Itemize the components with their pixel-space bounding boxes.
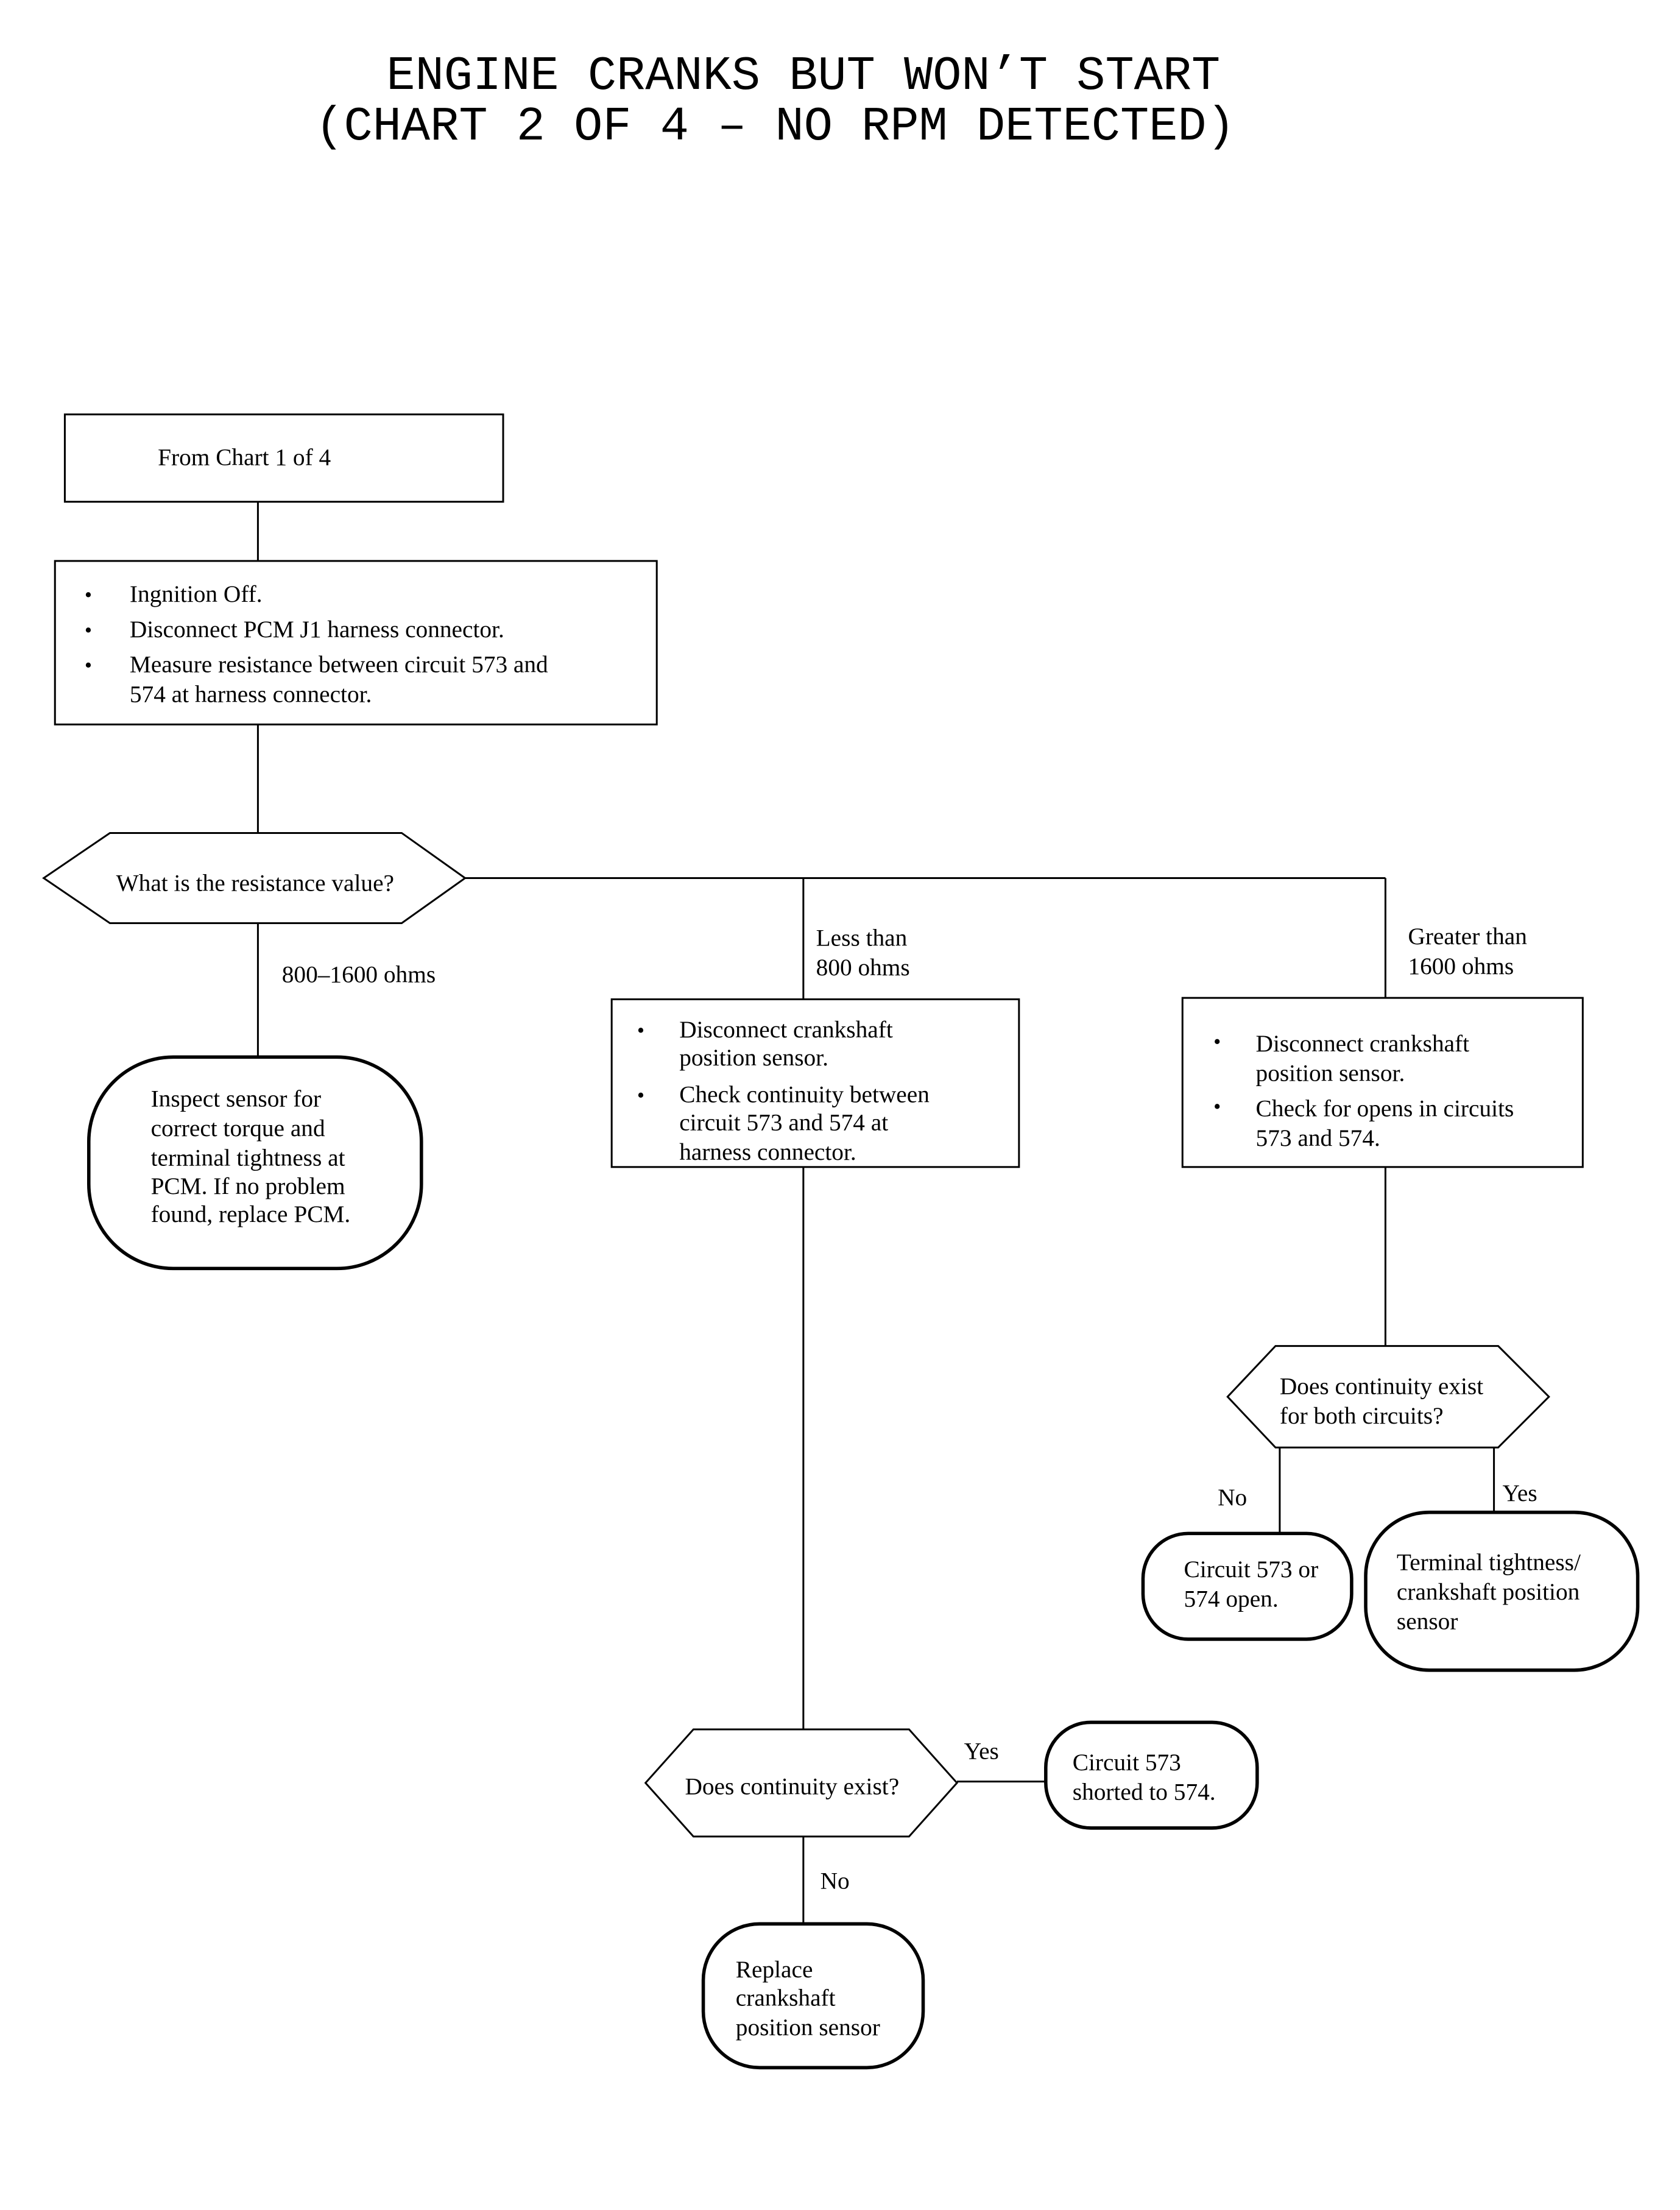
step1-box: • • • Ingnition Off. Disconnect PCM J1 h… (54, 560, 658, 725)
svg-text:Replace: Replace (736, 1956, 813, 1983)
svg-text:•: • (1213, 1029, 1221, 1053)
decision-continuity-both: Does continuity exist for both circuits? (1226, 1345, 1550, 1449)
terminal-replace-pcm: Inspect sensor for correct torque and te… (86, 1055, 423, 1271)
svg-text:sensor: sensor (1397, 1608, 1458, 1635)
svg-text:Measure resistance between cir: Measure resistance between circuit 573 a… (130, 651, 548, 678)
svg-text:•: • (637, 1083, 644, 1107)
label-800-1600: 800–1600 ohms (282, 961, 436, 988)
svg-text:From Chart 1 of 4: From Chart 1 of 4 (158, 444, 331, 471)
svg-text:PCM. If no problem: PCM. If no problem (151, 1173, 345, 1199)
svg-text:Ingnition Off.: Ingnition Off. (130, 581, 263, 607)
terminal-replace-sensor: Replace crankshaft position sensor (701, 1922, 925, 2070)
svg-text:found, replace PCM.: found, replace PCM. (151, 1201, 351, 1227)
terminal-circuit-open: Circuit 573 or 574 open. (1141, 1531, 1354, 1641)
svg-text:574 at harness connector.: 574 at harness connector. (130, 680, 372, 707)
step-less-box: • • Disconnect crankshaft position senso… (610, 998, 1020, 1168)
svg-text:position sensor: position sensor (736, 2014, 880, 2041)
label-greater-than-1: Greater than (1408, 923, 1527, 950)
start-box: From Chart 1 of 4 (63, 413, 504, 503)
title-line-2: (CHART 2 OF 4 – NO RPM DETECTED) (315, 100, 1235, 154)
title-line-1: ENGINE CRANKS BUT WON’T START (386, 49, 1220, 104)
svg-text:Circuit 573 or: Circuit 573 or (1184, 1556, 1319, 1583)
svg-text:Does continuity exist: Does continuity exist (1280, 1372, 1483, 1399)
svg-text:circuit 573 and 574 at: circuit 573 and 574 at (679, 1109, 888, 1136)
svg-text:Check for opens in circuits: Check for opens in circuits (1256, 1095, 1514, 1122)
svg-text:position sensor.: position sensor. (1256, 1060, 1405, 1087)
connectors (256, 501, 1495, 1924)
svg-text:573 and 574.: 573 and 574. (1256, 1124, 1380, 1151)
step-greater-box: • • Disconnect crankshaft position senso… (1181, 997, 1584, 1168)
decision-continuity: Does continuity exist? (644, 1728, 959, 1838)
svg-text:for both circuits?: for both circuits? (1280, 1402, 1444, 1429)
svg-text:Disconnect crankshaft: Disconnect crankshaft (1256, 1030, 1470, 1057)
svg-text:•: • (1213, 1095, 1221, 1118)
label-no-cont: No (821, 1867, 850, 1894)
svg-text:Disconnect crankshaft: Disconnect crankshaft (679, 1016, 893, 1043)
svg-text:terminal tightness at: terminal tightness at (151, 1144, 345, 1171)
svg-text:position sensor.: position sensor. (679, 1044, 828, 1071)
svg-text:•: • (637, 1019, 644, 1042)
svg-text:correct torque and: correct torque and (151, 1115, 325, 1142)
terminal-circuit-shorted: Circuit 573 shorted to 574. (1044, 1720, 1259, 1830)
svg-text:•: • (85, 583, 92, 607)
svg-text:harness connector.: harness connector. (679, 1139, 856, 1165)
svg-text:Circuit 573: Circuit 573 (1073, 1749, 1181, 1776)
svg-text:shorted to 574.: shorted to 574. (1073, 1779, 1216, 1806)
label-yes-both: Yes (1502, 1480, 1537, 1506)
svg-text:•: • (85, 618, 92, 642)
decision-resistance: What is the resistance value? (42, 831, 467, 925)
terminal-terminal-tightness: Terminal tightness/ crankshaft position … (1364, 1510, 1640, 1672)
svg-text:Disconnect PCM J1 harness conn: Disconnect PCM J1 harness connector. (130, 616, 504, 643)
label-greater-than-2: 1600 ohms (1408, 953, 1514, 980)
svg-text:crankshaft: crankshaft (736, 1984, 836, 2011)
svg-text:Check continuity between: Check continuity between (679, 1081, 930, 1107)
label-yes-cont: Yes (964, 1738, 999, 1765)
svg-text:•: • (85, 654, 92, 677)
label-no-both: No (1218, 1484, 1247, 1511)
svg-text:crankshaft position: crankshaft position (1397, 1578, 1580, 1605)
svg-text:Terminal tightness/: Terminal tightness/ (1397, 1549, 1581, 1576)
svg-text:Inspect sensor for: Inspect sensor for (151, 1085, 322, 1112)
label-less-than-2: 800 ohms (816, 954, 910, 981)
svg-text:What is the resistance value?: What is the resistance value? (116, 869, 394, 896)
svg-text:Does continuity exist?: Does continuity exist? (685, 1773, 899, 1799)
label-less-than-1: Less than (816, 925, 908, 951)
svg-text:574 open.: 574 open. (1184, 1586, 1279, 1612)
